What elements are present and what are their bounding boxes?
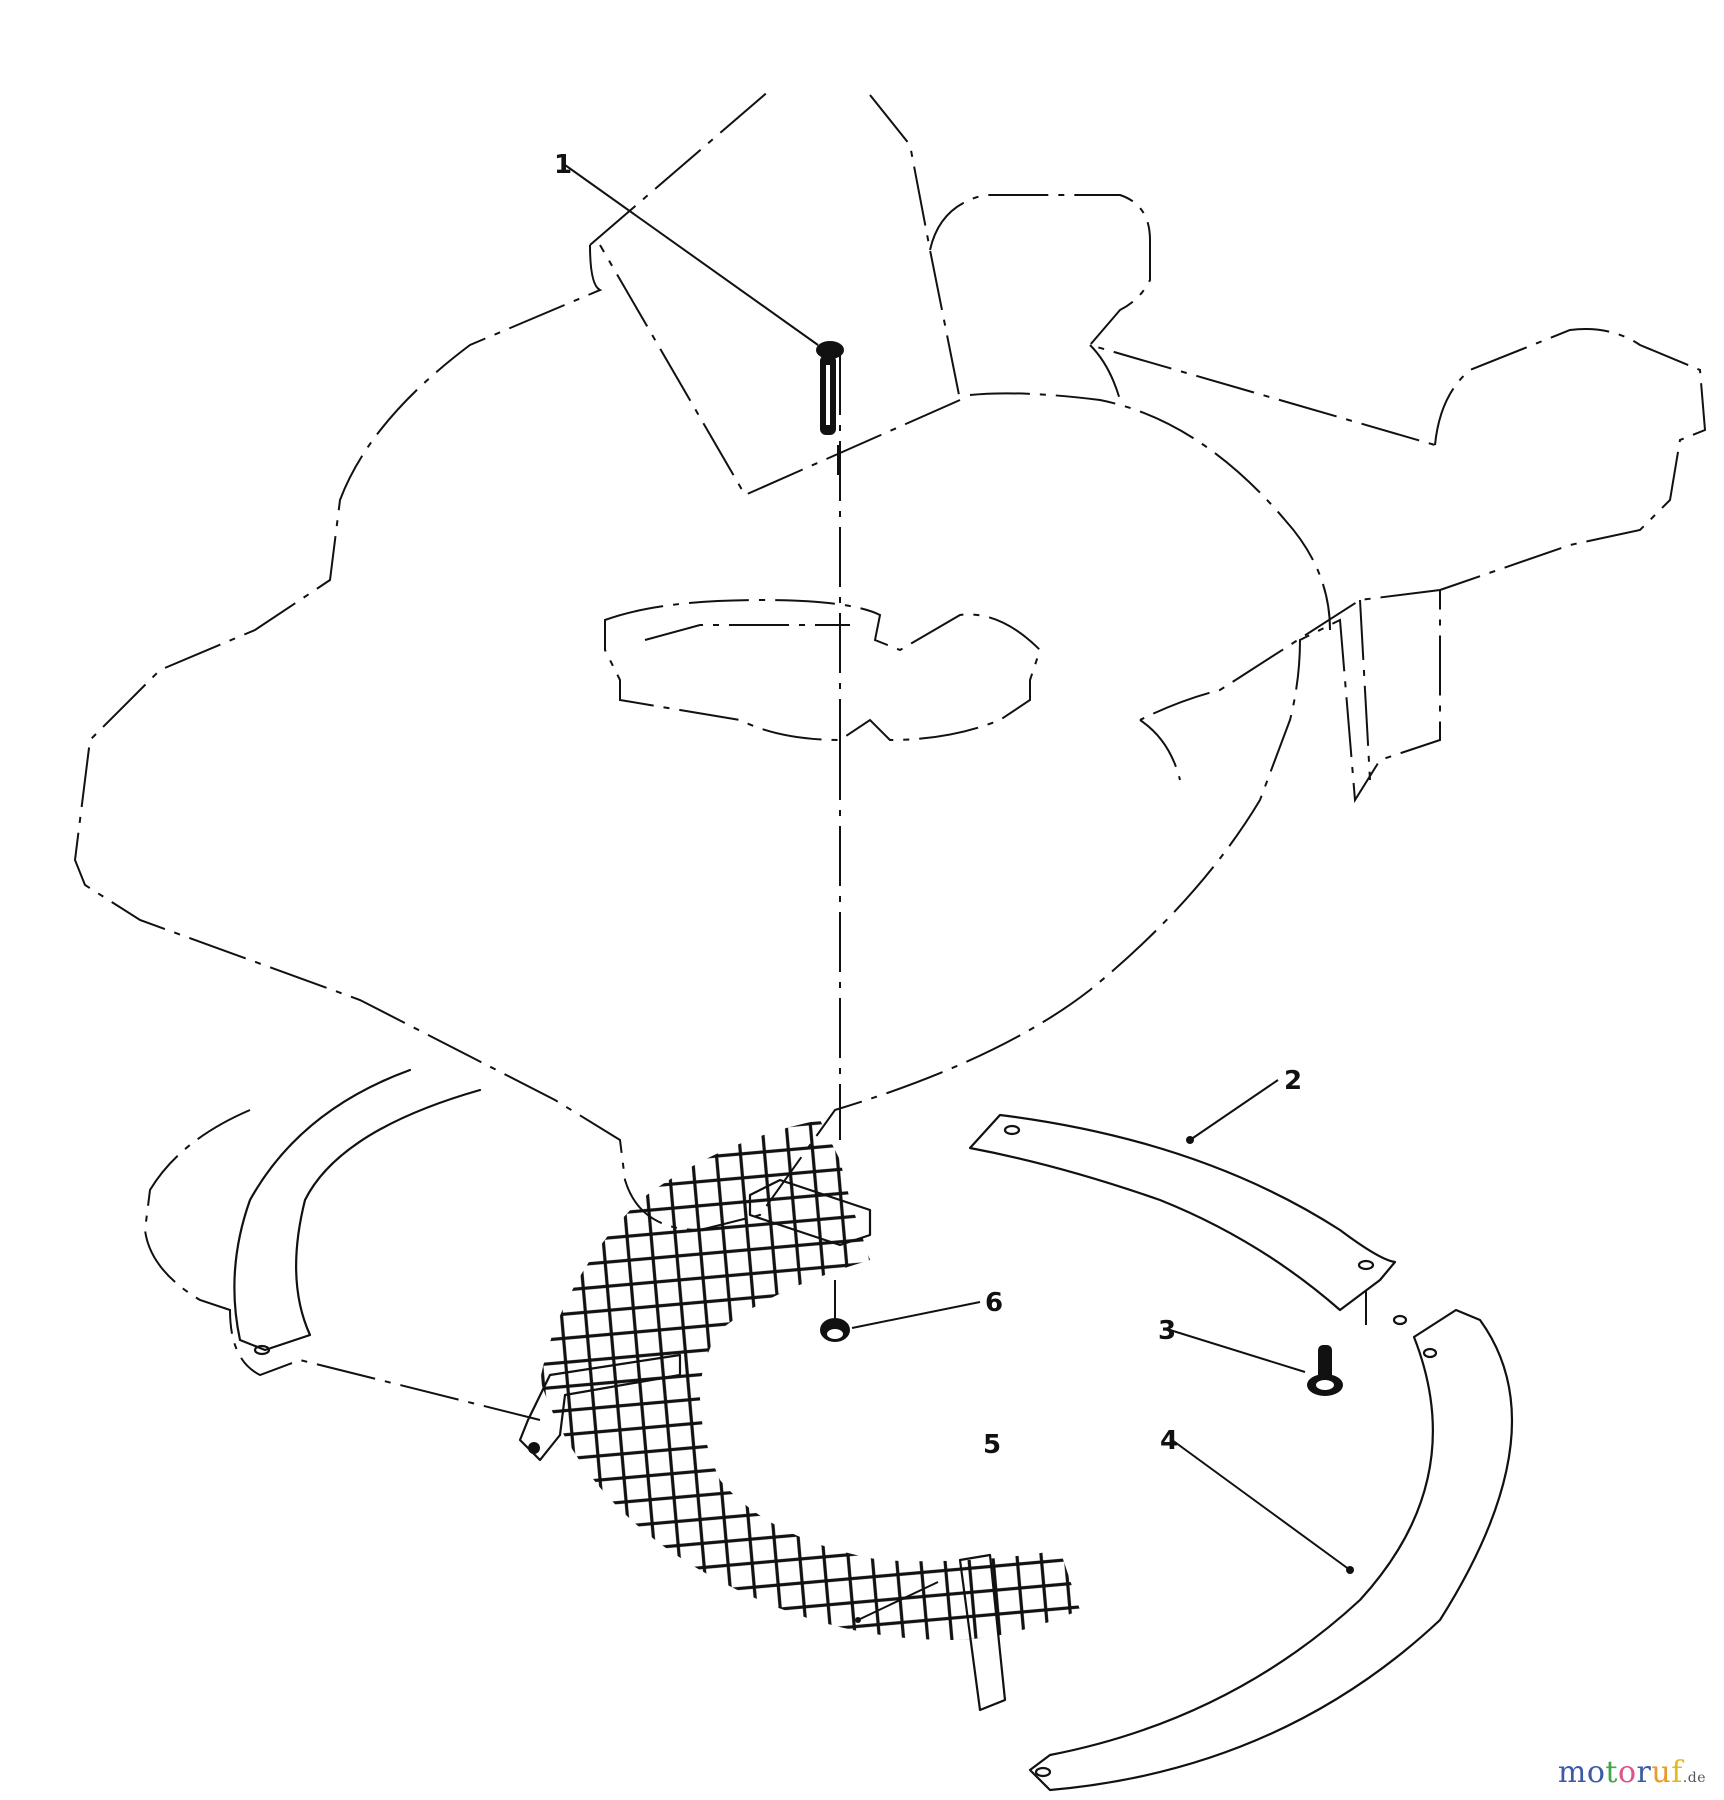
part-5-mesh-screen (518, 1120, 1080, 1712)
wm-letter: o (1586, 1755, 1606, 1790)
callout-4: 4 (1160, 1426, 1179, 1456)
wm-letter: f (1671, 1755, 1683, 1790)
mower-deck-outline (73, 89, 1707, 1421)
wm-letter: t (1605, 1755, 1618, 1790)
wm-tld: .de (1682, 1770, 1706, 1786)
part-1-bolt (564, 164, 844, 475)
callout-2: 2 (1284, 1066, 1303, 1096)
wm-letter: u (1651, 1755, 1672, 1790)
callout-5: 5 (983, 1430, 1002, 1460)
part-4-guard-strip (1028, 1308, 1514, 1792)
wm-letter: m (1557, 1755, 1587, 1790)
wm-letter: r (1636, 1755, 1652, 1790)
left-curved-strip (233, 1068, 482, 1356)
watermark-logo: motoruf.de (1558, 1755, 1706, 1790)
callout-3: 3 (1158, 1316, 1177, 1346)
part-3-screw (1169, 1290, 1367, 1396)
part-2-deflector-plate (968, 1079, 1397, 1312)
part-6-nut (820, 1280, 981, 1342)
wm-letter: o (1617, 1755, 1637, 1790)
callout-6: 6 (985, 1288, 1004, 1318)
callout-1: 1 (554, 150, 573, 180)
